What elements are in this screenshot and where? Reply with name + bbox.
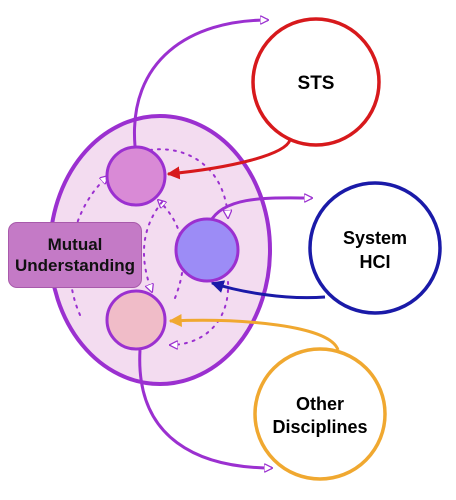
loop-right-arc xyxy=(169,281,230,345)
inner-node-bottom xyxy=(105,289,167,351)
inner-node-middle xyxy=(174,217,240,283)
system-hci-node xyxy=(308,181,442,315)
loop-inner-down xyxy=(143,201,163,292)
mutual-understanding-badge: Mutual Understanding xyxy=(8,222,142,288)
sts-node xyxy=(251,17,381,147)
connector-bottom-to-other xyxy=(138,349,272,468)
other-disciplines-node xyxy=(253,347,387,481)
sts-label: STS xyxy=(298,73,335,94)
mutual-understanding-line2: Understanding xyxy=(15,256,135,275)
loop-left-arc xyxy=(69,176,108,316)
other-disciplines-label-line2: Disciplines xyxy=(272,417,367,437)
system-hci-label-line2: HCI xyxy=(360,252,391,272)
connector-top-to-sts xyxy=(132,20,268,147)
system-hci-label-line1: System xyxy=(343,228,407,248)
mutual-understanding-line1: Mutual xyxy=(47,235,103,254)
connector-middle-to-hci xyxy=(208,198,312,223)
connector-hci-to-middle xyxy=(210,280,326,300)
inner-node-top xyxy=(105,145,167,207)
other-disciplines-label-line1: Other xyxy=(296,394,344,414)
inner-loop xyxy=(69,148,230,345)
connector-sts-to-top xyxy=(166,139,292,180)
connector-orange-to-bottom xyxy=(168,314,340,351)
